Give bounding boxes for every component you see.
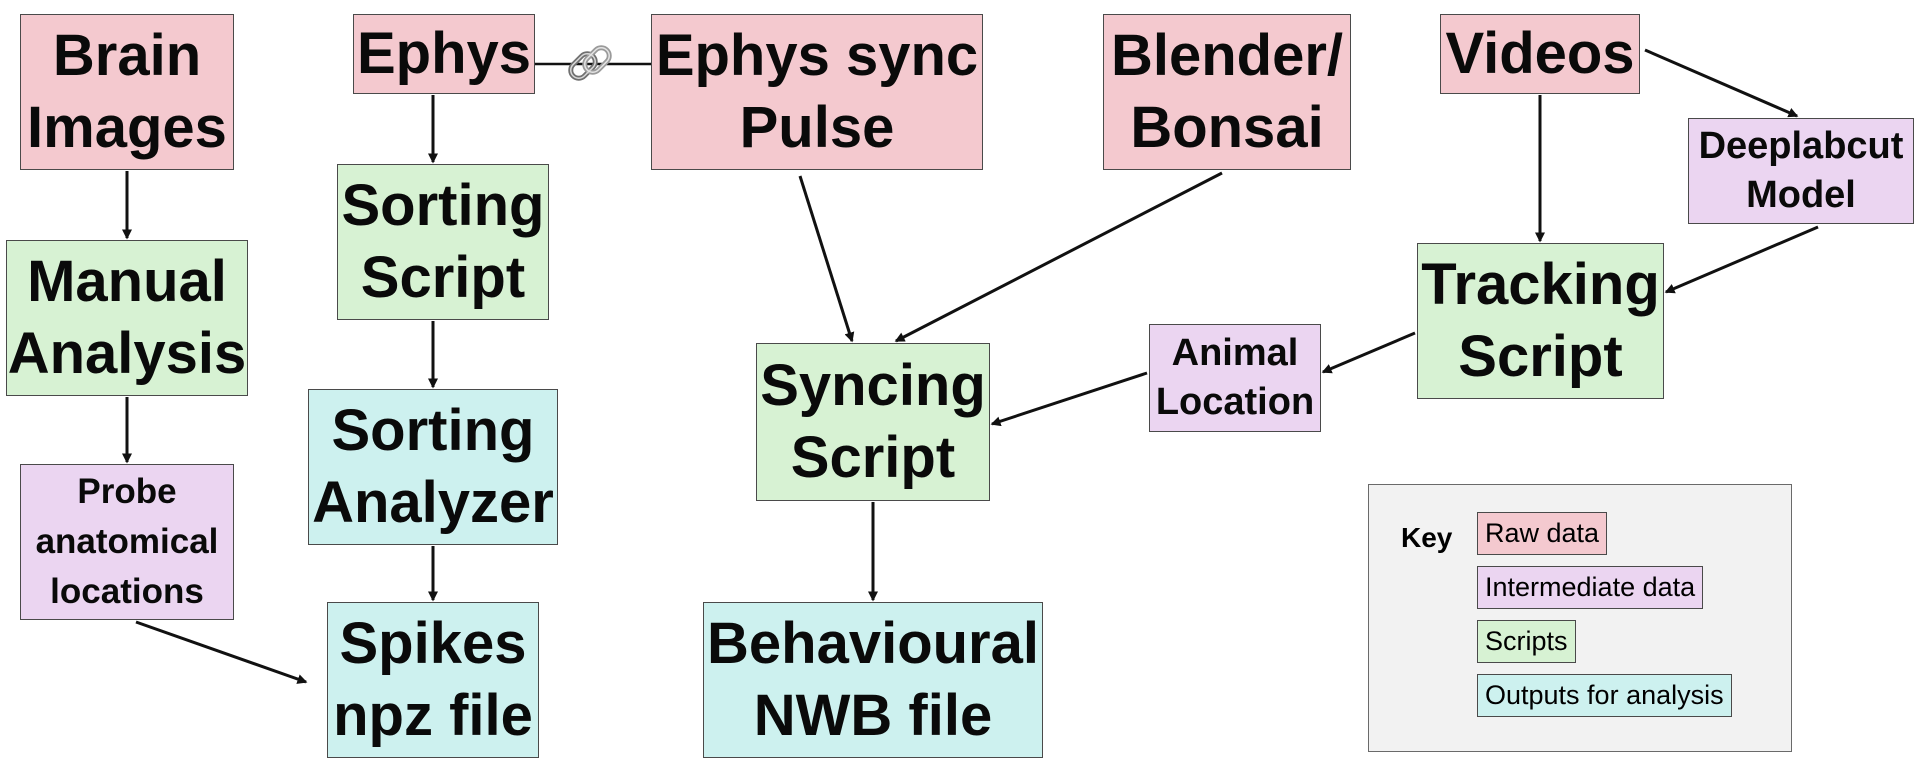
node-deeplabcut-model: Deeplabcut Model	[1688, 118, 1914, 224]
node-sorting-script: Sorting Script	[337, 164, 549, 320]
arrow-blender-to-syncing-script	[894, 171, 1223, 343]
arrow-probe-locations-to-spikes	[135, 620, 308, 684]
node-probe-locations: Probe anatomical locations	[20, 464, 234, 620]
node-blender-bonsai: Blender/ Bonsai	[1103, 14, 1351, 170]
node-brain-images: Brain Images	[20, 14, 234, 170]
node-sorting-analyzer: Sorting Analyzer	[308, 389, 558, 545]
node-ephys-sync-pulse: Ephys sync Pulse	[651, 14, 983, 170]
arrow-deeplabcut-to-tracking-script	[1664, 225, 1819, 294]
node-syncing-script: Syncing Script	[756, 343, 990, 501]
arrow-animal-location-to-syncing-script	[990, 371, 1148, 427]
node-tracking-script: Tracking Script	[1417, 243, 1664, 399]
legend-title: Key	[1401, 522, 1453, 553]
arrow-videos-to-deeplabcut	[1644, 48, 1799, 118]
arrow-ephys-sync-to-syncing-script	[798, 175, 855, 343]
legend-item-outputs: Outputs for analysis	[1477, 674, 1732, 717]
legend-item-intermediate-data: Intermediate data	[1477, 566, 1704, 609]
node-spikes-npz-file: Spikes npz file	[327, 602, 539, 758]
node-ephys: Ephys	[353, 14, 535, 94]
node-videos: Videos	[1440, 14, 1640, 94]
node-manual-analysis: Manual Analysis	[6, 240, 248, 396]
node-animal-location: Animal Location	[1149, 324, 1321, 432]
chain-link-icon	[568, 45, 612, 81]
legend-item-scripts: Scripts	[1477, 620, 1576, 663]
node-behavioural-nwb-file: Behavioural NWB file	[703, 602, 1043, 758]
arrow-tracking-to-animal-location	[1321, 331, 1416, 374]
legend-item-raw-data: Raw data	[1477, 512, 1608, 555]
